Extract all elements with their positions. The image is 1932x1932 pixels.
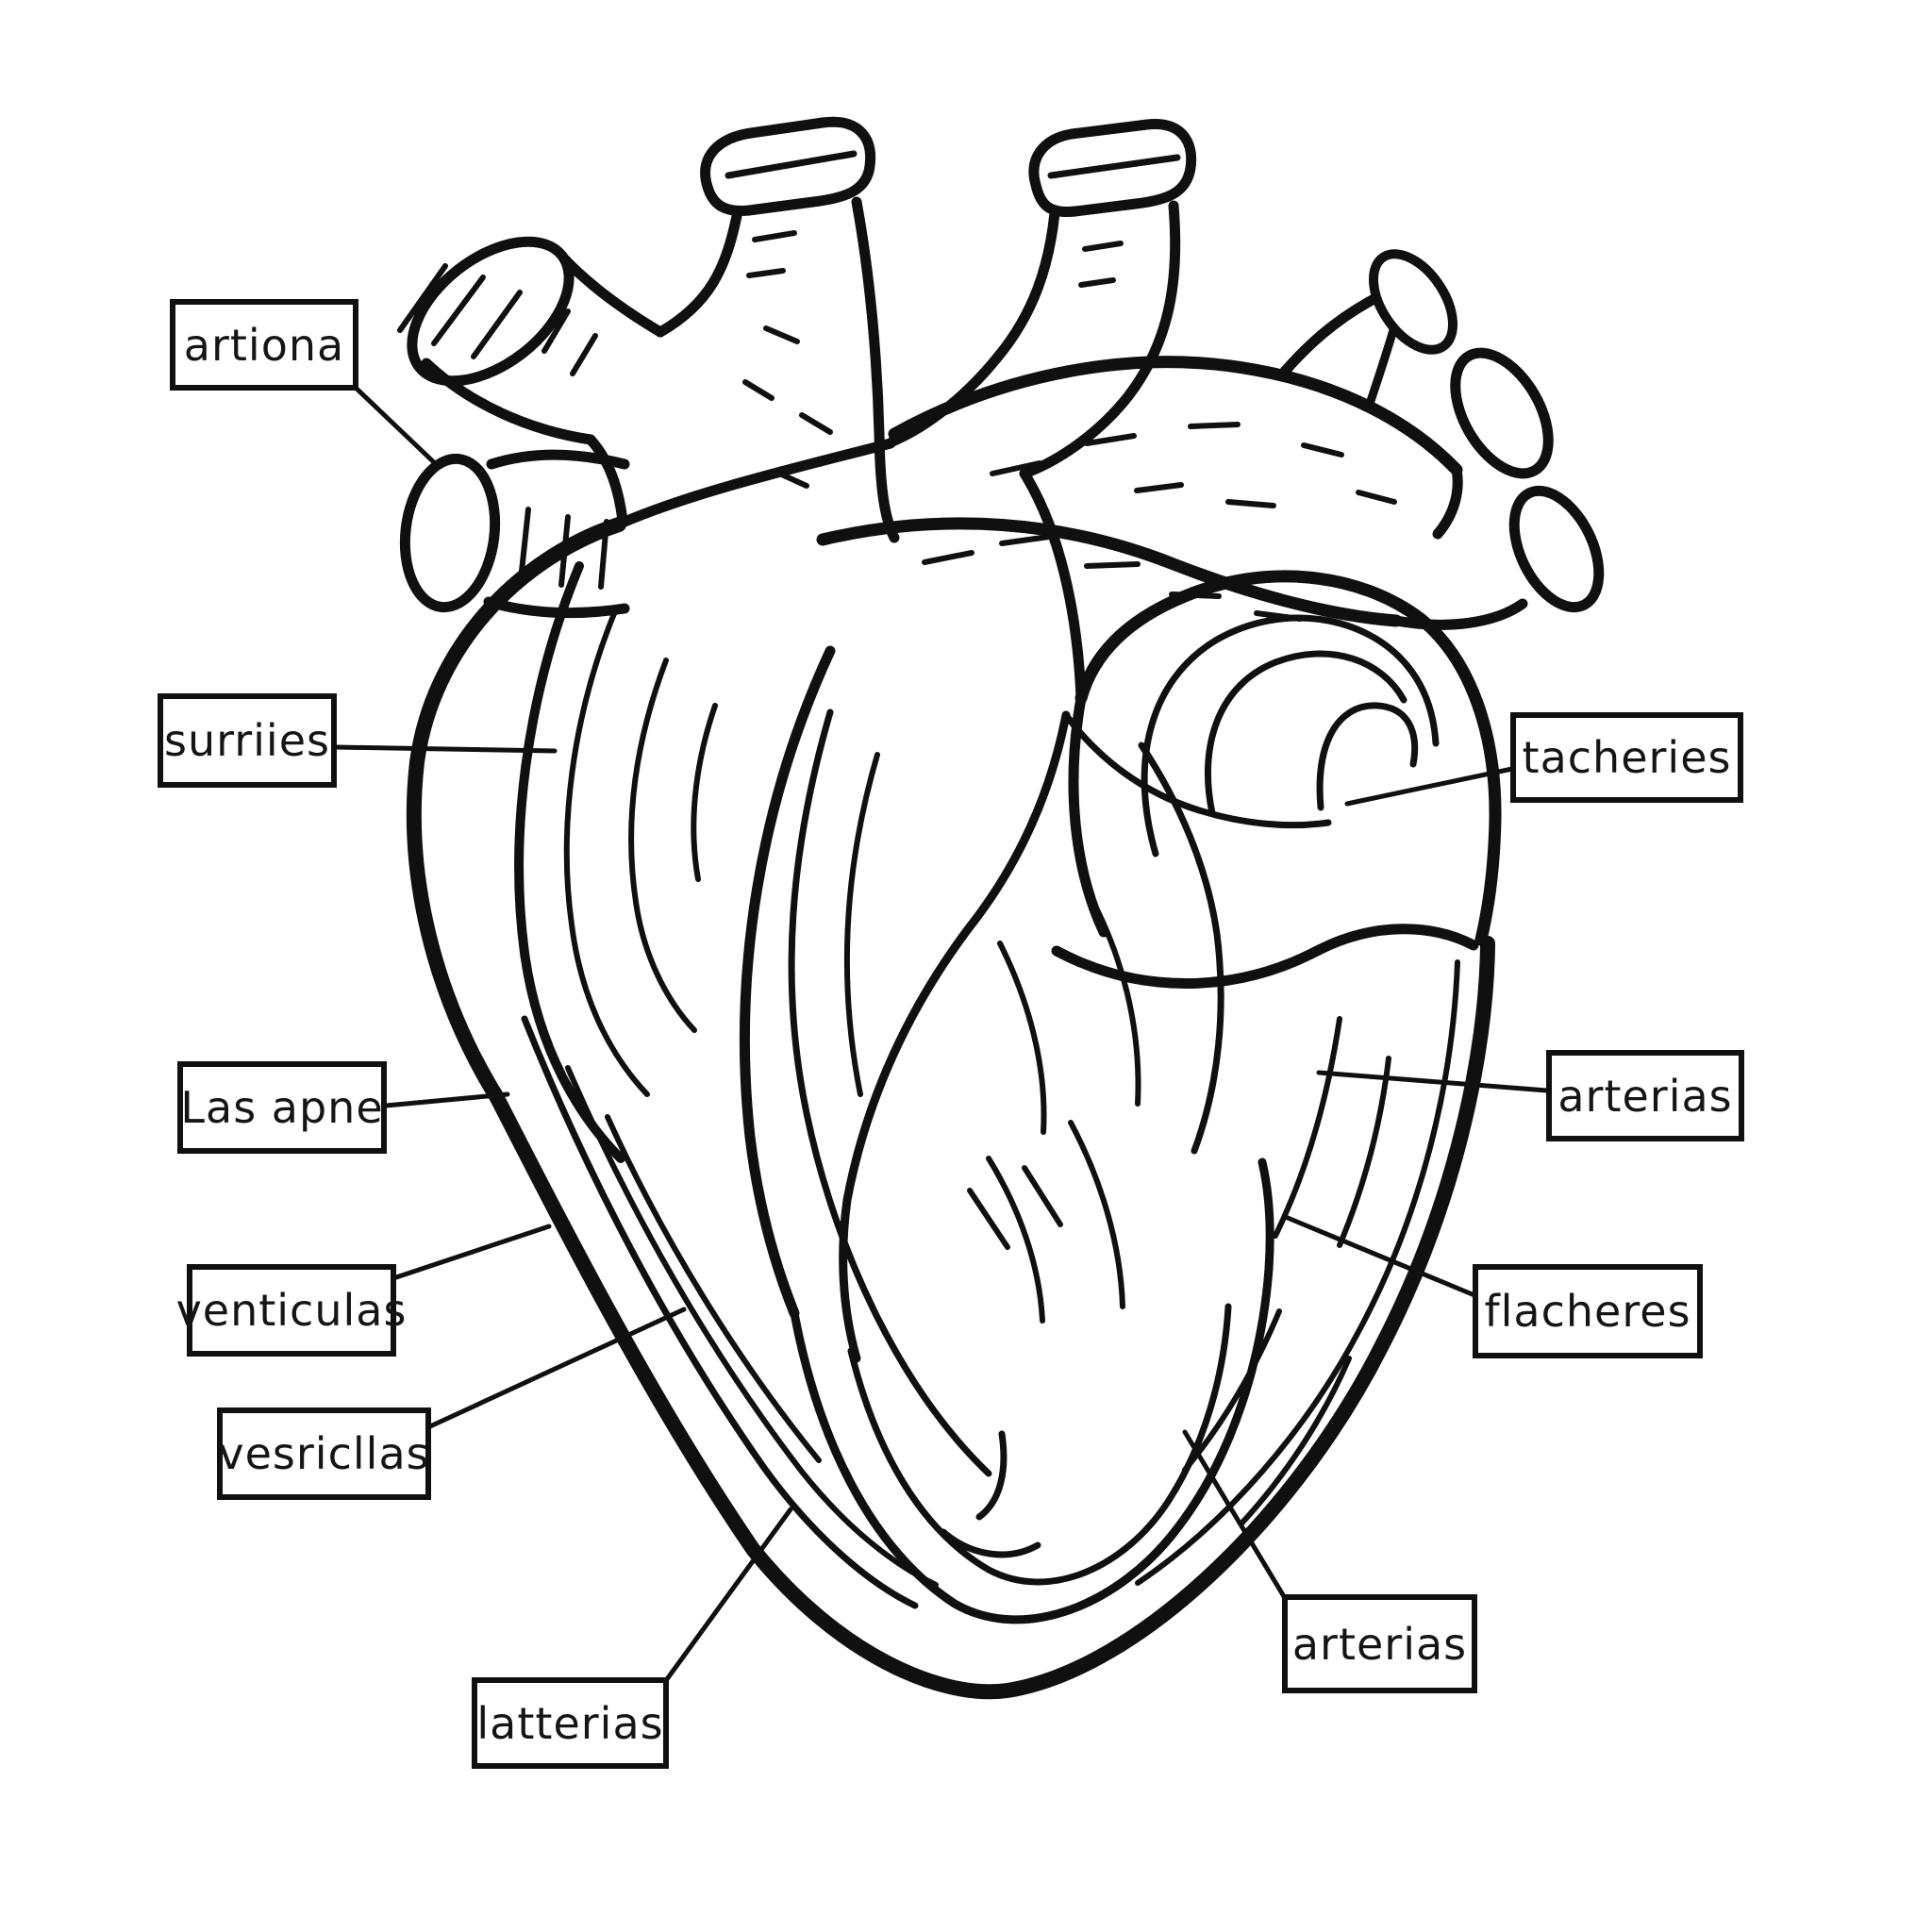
leader-line-arterias-right [1316, 1070, 1550, 1093]
right-ventricle-texture [1135, 959, 1460, 1586]
label-arterias-right: arterias [1546, 1050, 1744, 1141]
label-arterias-bottom: arterias [1282, 1594, 1477, 1693]
leader-line-vesricllas [427, 1307, 687, 1429]
left-atrium [514, 561, 836, 1319]
vena-cava-vessels [397, 116, 900, 619]
leader-line-arterias-bottom [1182, 1429, 1288, 1601]
label-surriies: surriies [158, 693, 337, 788]
label-venticulas: venticulas [176, 1264, 406, 1357]
leader-line-surriies [333, 744, 558, 754]
label-las-apne: Las apne [177, 1061, 387, 1154]
label-artiona: artiona [170, 299, 358, 391]
label-tacheries: tacheries [1510, 712, 1743, 803]
leader-line-flacheres [1285, 1215, 1477, 1298]
pulmonary-trunk [887, 119, 1197, 704]
leader-line-venticulas [393, 1224, 552, 1280]
label-latterias: latterias [472, 1677, 669, 1769]
leader-line-latterias [664, 1507, 793, 1682]
aortic-arch [816, 249, 1605, 630]
leader-line-tacheries [1344, 766, 1515, 807]
coronary-vessels [839, 710, 1332, 1363]
leader-line-las-apne [383, 1091, 510, 1108]
leader-line-artiona [354, 386, 439, 467]
label-flacheres: flacheres [1473, 1264, 1703, 1358]
label-vesricllas: vesricllas [217, 1407, 431, 1500]
heart-outline [406, 438, 1495, 1700]
ventricles [521, 708, 1274, 1624]
